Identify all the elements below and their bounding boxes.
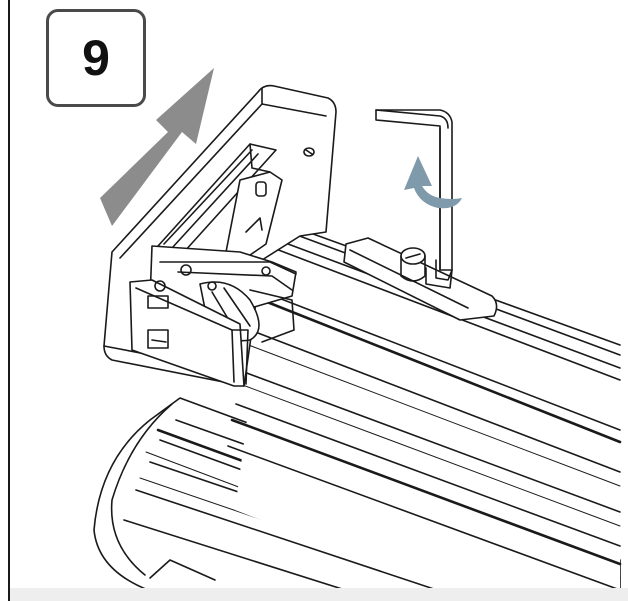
bracket-plate	[343, 237, 498, 321]
frame-left-rule	[8, 0, 10, 601]
rotate-arrow-icon	[404, 156, 462, 209]
step-number: 9	[82, 30, 110, 86]
main-rail	[227, 221, 622, 601]
step-number-badge: 9	[46, 9, 146, 107]
clamp-assembly	[129, 171, 297, 387]
direction-arrow-icon	[100, 68, 214, 226]
bottom-band	[10, 588, 628, 601]
